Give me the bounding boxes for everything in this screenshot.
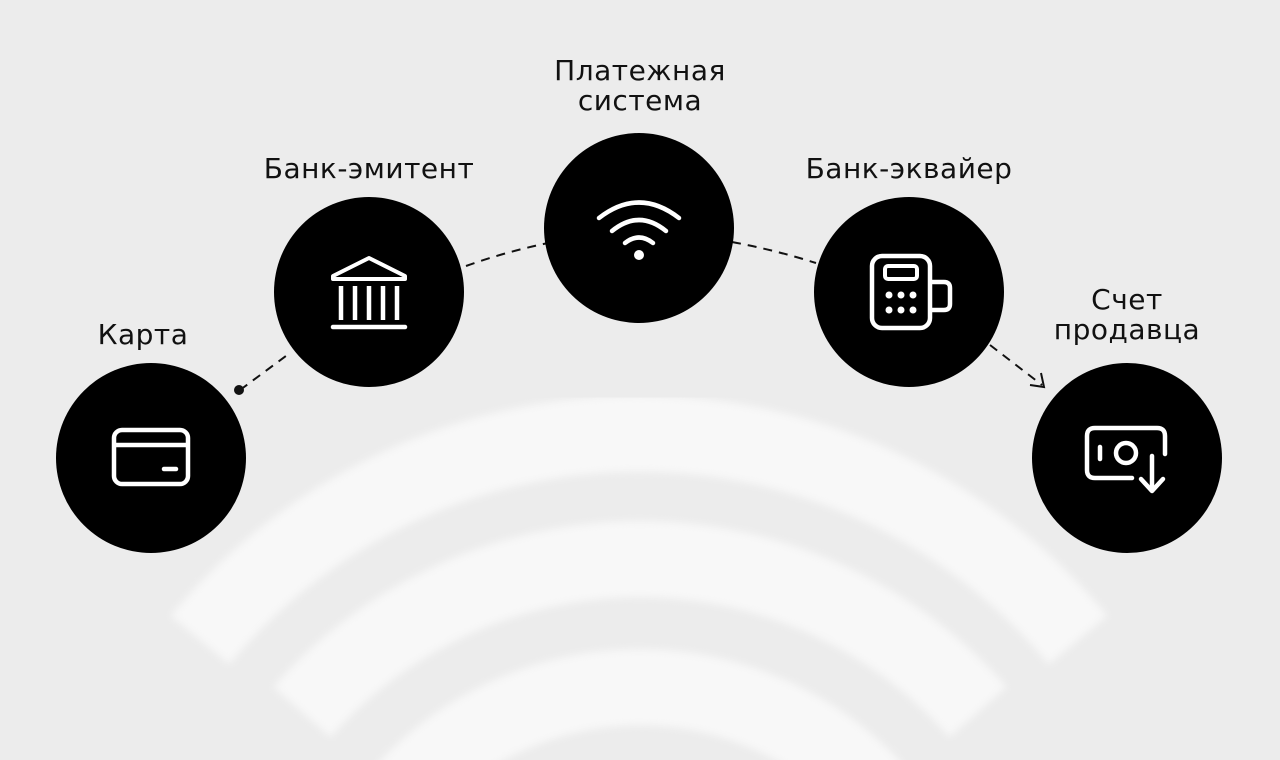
node-merchant-account <box>1032 363 1222 553</box>
connector-issuer-network <box>465 242 549 267</box>
label-network: Платежная система <box>554 54 726 117</box>
connector-arrowhead <box>1029 372 1046 389</box>
middle-arc <box>273 521 1007 738</box>
node-issuer-bank <box>274 197 464 387</box>
node-payment-network <box>544 133 734 323</box>
connector-start-dot <box>234 385 244 395</box>
label-issuer: Банк-эмитент <box>263 152 475 185</box>
pos-terminal-icon <box>869 253 953 331</box>
decorative-signal-arcs <box>170 395 1108 760</box>
label-merchant: Счет продавца <box>1053 283 1201 346</box>
connector-acquirer-merchant <box>989 344 1043 386</box>
outer-arc <box>170 395 1108 665</box>
cash-deposit-icon <box>1084 425 1168 494</box>
node-acquirer-bank <box>814 197 1004 387</box>
inner-arc <box>381 649 899 760</box>
connectors <box>239 241 1043 391</box>
label-card: Карта <box>97 318 189 351</box>
connector-card-issuer <box>239 352 291 391</box>
connector-network-acquirer <box>731 241 817 264</box>
node-card <box>56 363 246 553</box>
credit-card-icon <box>111 427 191 487</box>
label-acquirer: Банк-эквайер <box>805 152 1013 185</box>
wireless-signal-icon <box>596 200 682 260</box>
bank-building-icon <box>330 256 408 330</box>
